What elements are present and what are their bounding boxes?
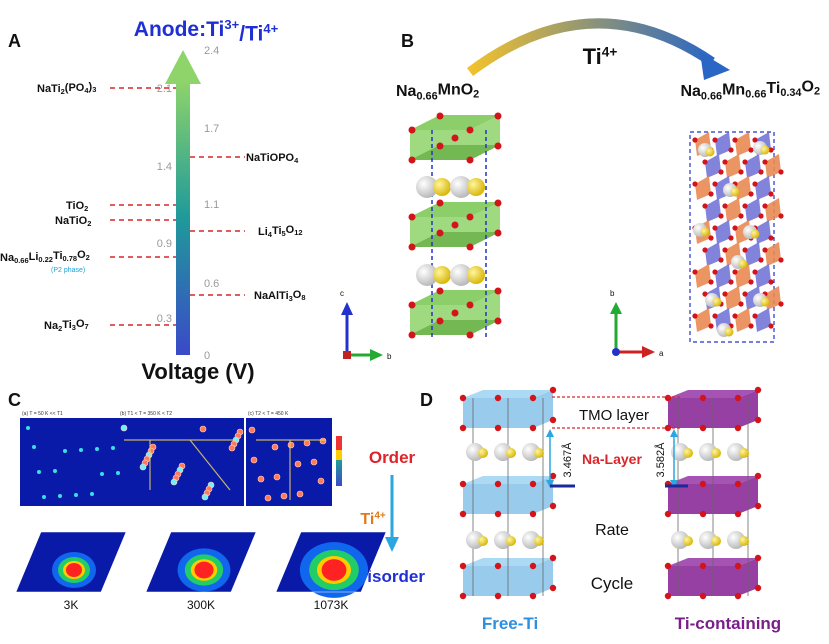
tmo-layer-label: TMO layer: [579, 407, 649, 424]
heat-map: [145, 531, 257, 593]
axis-b-label: b: [387, 352, 392, 361]
axes-left: c b: [340, 289, 392, 361]
map-label: (a) T = 50 K << T1: [22, 411, 63, 417]
na-layer-label: Na-Layer: [582, 451, 642, 467]
ti-containing-label: Ti-containing: [675, 614, 781, 633]
temperature-label: 300K: [187, 598, 215, 612]
cycle-label: Cycle: [591, 574, 634, 593]
free-ti-label: Free-Ti: [482, 614, 538, 633]
disorder-label: Disorder: [355, 567, 425, 586]
voltage-tick: 0.6: [204, 278, 219, 290]
voltage-ticks: 2.4 2.1 1.7 1.4 1.1 0.9 0.6 0.3 0: [157, 45, 220, 362]
rate-label: Rate: [595, 522, 629, 539]
voltage-arrow-head: [165, 50, 201, 84]
doping-arrow: [466, 18, 715, 76]
density-maps: (a) T = 50 K << T1 (b) T1 < T = 350 K < T…: [20, 411, 332, 506]
compound-label: Li4​Ti5​O12​: [258, 224, 303, 239]
map-label: (c) T2 < T = 450 K: [248, 411, 289, 417]
axes-right: b a: [610, 289, 664, 358]
voltage-axis-label: Voltage (V): [141, 359, 254, 384]
map-label: (b) T1 < T = 350 K < T2: [120, 411, 172, 417]
heat-map: [275, 531, 387, 598]
compound-label: NaAlTi3​O8​: [254, 289, 306, 303]
axis-c-label: c: [340, 289, 344, 298]
compound-label: Na0.66​Li0.22​Ti0.78​O2​: [0, 249, 90, 265]
ti-structure-right: [689, 131, 784, 343]
voltage-tick: 0: [204, 350, 210, 362]
compound-lines: NaTi2​(PO4​)3​ TiO2​ NaTiO2​ Na0.66​Li0.22​…: [0, 81, 306, 333]
voltage-tick: 1.4: [157, 161, 172, 173]
compound-label: NaTiO2​: [55, 215, 91, 228]
panel-c-letter: C: [8, 390, 21, 410]
axis-b-label-right: b: [610, 289, 615, 298]
axis-a-label: a: [659, 349, 664, 358]
panel-c: C (a) T = 50 K << T1 (b) T1 < T = 350 K <…: [8, 390, 425, 612]
voltage-tick: 2.1: [157, 83, 172, 95]
panel-b-letter: B: [401, 31, 414, 51]
order-label: Order: [369, 448, 416, 467]
panel-a: A Anode:Ti3+​/Ti4+​ 2.4 2.1 1.7 1.4 1.1 0.9 0.…: [0, 17, 306, 384]
heat-map: [15, 531, 127, 593]
anode-title: Anode:Ti3+​/Ti4+​: [134, 17, 279, 46]
temperature-label: 1073K: [314, 598, 349, 612]
voltage-tick: 1.1: [204, 199, 219, 211]
voltage-tick: 0.3: [157, 313, 172, 325]
temperature-label: 3K: [64, 598, 79, 612]
panel-a-letter: A: [8, 31, 21, 51]
voltage-bar: [176, 80, 190, 355]
spacing-right: 3.582Å: [654, 442, 667, 478]
compound-label: NaTiOPO4​: [246, 152, 299, 165]
dopant-label-b: Ti4+​: [583, 44, 618, 69]
spacing-left: 3.467Å: [561, 442, 574, 478]
ti-containing-structure: [664, 386, 762, 600]
voltage-tick: 1.7: [204, 123, 219, 135]
left-formula: Na0.66​MnO2​: [396, 81, 479, 102]
voltage-tick: 2.4: [204, 45, 219, 57]
doping-arrow-head: [700, 52, 730, 80]
order-disorder-arrow: [385, 537, 399, 552]
voltage-tick: 0.9: [157, 238, 172, 250]
heat-maps: 3K 300K 1073K: [15, 531, 387, 612]
compound-label: Na2​Ti3​O7​: [44, 318, 89, 333]
phase-note: (P2 phase): [51, 267, 85, 274]
compound-label: TiO2​: [66, 200, 88, 213]
dopant-label-c: Ti4+​: [360, 511, 385, 528]
panel-d: D TMO layer Na-Layer 3.467Å 3.582Å Rate …: [420, 386, 781, 633]
free-ti-structure: [459, 386, 557, 600]
compound-label: NaTi2​(PO4​)3​: [37, 81, 96, 96]
panel-b: B Ti4+​ Na0.66​MnO2​ Na0.66​Mn0.66​Ti0.3…: [340, 18, 820, 361]
right-formula: Na0.66​Mn0.66​Ti0.34​O2​: [680, 78, 820, 102]
colorbar: [336, 436, 342, 486]
layered-structure-left: [408, 112, 502, 340]
panel-d-letter: D: [420, 390, 433, 410]
